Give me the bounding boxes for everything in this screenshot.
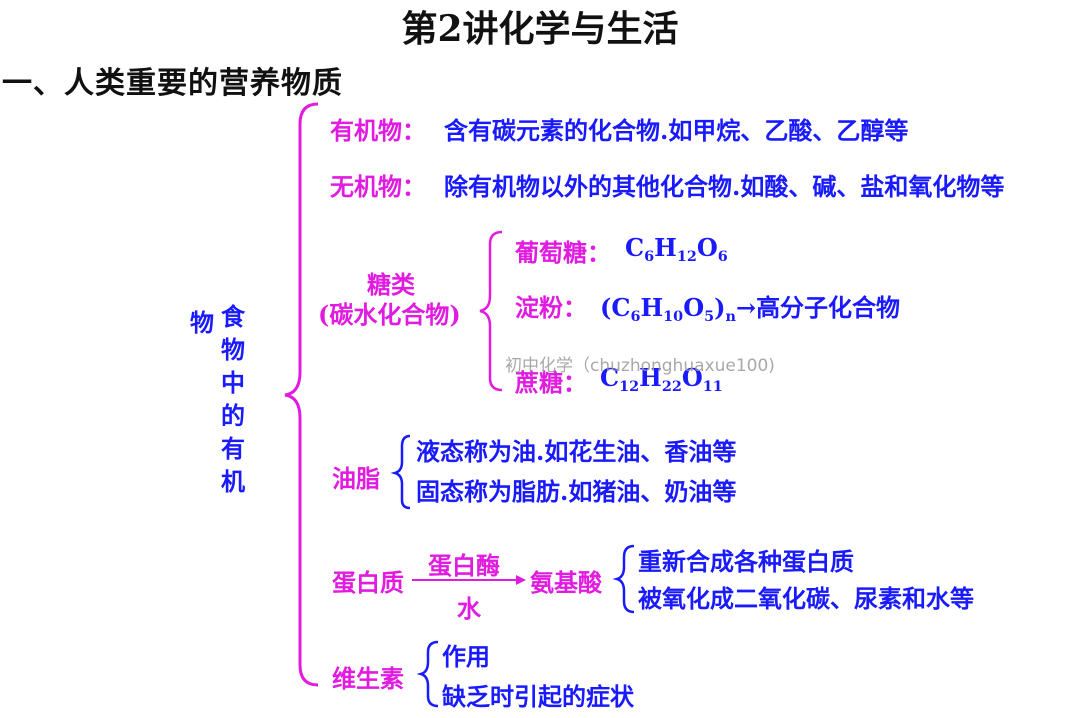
organic-desc: 含有碳元素的化合物.如甲烷、乙酸、乙醇等 (444, 116, 909, 145)
fats-brace (390, 434, 411, 510)
fats-label: 油脂 (332, 464, 380, 493)
protein-item-resynthesis: 重新合成各种蛋白质 (638, 547, 854, 576)
sucrose-formula: C12H22O11 (600, 363, 723, 396)
fats-item-liquid: 液态称为油.如花生油、香油等 (416, 437, 737, 466)
sugar-brace (479, 230, 503, 392)
main-brace (284, 102, 319, 687)
protein-arrow-head (516, 575, 526, 585)
left-vertical-char: 物 (221, 335, 245, 364)
protein-item-oxidation: 被氧化成二氧化碳、尿素和水等 (638, 584, 974, 613)
left-vertical-char: 食 (221, 302, 245, 331)
left-vertical-label: 食 物 中 的 有 机 (219, 300, 247, 498)
vitamin-brace (416, 640, 439, 708)
starch-arrow: → (735, 293, 757, 322)
left-vertical-char: 有 (221, 434, 245, 463)
organic-label: 有机物： (330, 116, 426, 145)
sugar-label: 糖类 (367, 270, 415, 299)
sugar-sublabel: (碳水化合物) (318, 300, 461, 329)
vitamin-item-function: 作用 (442, 642, 490, 671)
left-label-wu: 物 (190, 308, 214, 337)
protein-reagent: 水 (457, 594, 481, 623)
page-title: 第2讲化学与生活 (401, 8, 679, 50)
watermark-text: 初中化学（chuzhonghuaxue100) (505, 356, 775, 376)
section-heading: 一、人类重要的营养物质 (2, 66, 343, 101)
left-vertical-char: 的 (221, 401, 245, 430)
vitamin-item-deficiency: 缺乏时引起的症状 (442, 682, 634, 711)
starch-product: 高分子化合物 (756, 293, 901, 322)
inorganic-label: 无机物： (330, 172, 426, 201)
left-vertical-char: 机 (221, 467, 245, 496)
fats-item-solid: 固态称为脂肪.如猪油、奶油等 (416, 477, 737, 506)
protein-brace (612, 544, 635, 614)
left-vertical-char: 中 (221, 368, 245, 397)
vitamin-label: 维生素 (332, 664, 404, 693)
protein-catalyst: 蛋白酶 (428, 551, 500, 580)
inorganic-desc: 除有机物以外的其他化合物.如酸、碱、盐和氧化物等 (444, 172, 1005, 201)
protein-label: 蛋白质 (332, 568, 404, 597)
starch-formula: (C6H10O5)n→高分子化合物 (600, 293, 901, 326)
glucose-formula: C6H12O6 (625, 233, 728, 266)
sucrose-label: 蔗糖： (515, 368, 587, 397)
glucose-label: 葡萄糖： (515, 238, 611, 267)
starch-label: 淀粉： (515, 293, 587, 322)
protein-product: 氨基酸 (530, 568, 602, 597)
